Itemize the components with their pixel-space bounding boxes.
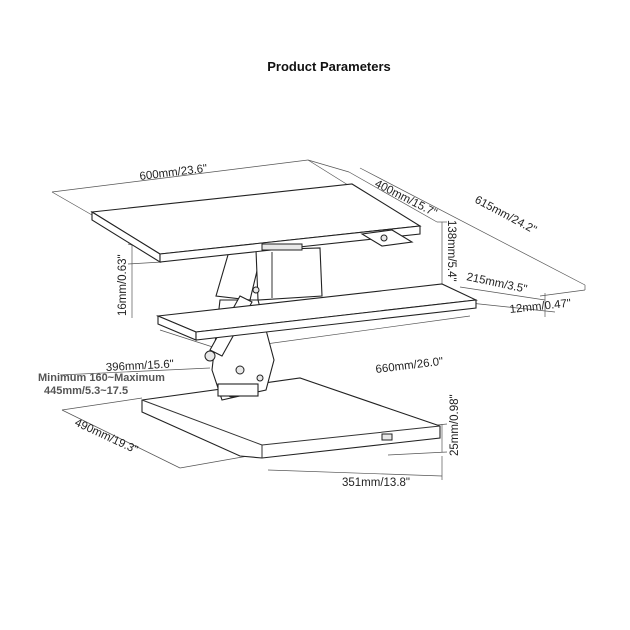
- work-surface: [90, 183, 422, 263]
- label-top-width: 600mm/23.6": [139, 163, 208, 183]
- label-base-width: 351mm/13.8": [342, 477, 410, 489]
- label-top-thickness: 16mm/0.63": [117, 254, 129, 316]
- label-height-range-line1: Minimum 160~Maximum: [38, 372, 165, 384]
- keyboard-tray: [155, 283, 478, 341]
- label-base-thickness: 25mm/0.98": [449, 394, 461, 456]
- label-height-range-line2: 445mm/5.3~17.5: [44, 385, 128, 397]
- desk-converter-illustration: [90, 183, 478, 459]
- label-keyboard-width: 660mm/26.0": [375, 356, 444, 376]
- label-base-depth: 490mm/19.3": [73, 417, 140, 457]
- label-keyboard-thickness: 12mm/0.47": [509, 298, 572, 316]
- label-keyboard-depth: 215mm/3.5": [465, 271, 528, 296]
- label-riser-height: 138mm/5.4": [445, 220, 457, 282]
- diagram-title: Product Parameters: [267, 59, 391, 74]
- label-overall-depth: 615mm/24.2": [473, 194, 539, 237]
- base-plate: [141, 377, 441, 459]
- label-keyboard-offset: 396mm/15.6": [106, 358, 175, 374]
